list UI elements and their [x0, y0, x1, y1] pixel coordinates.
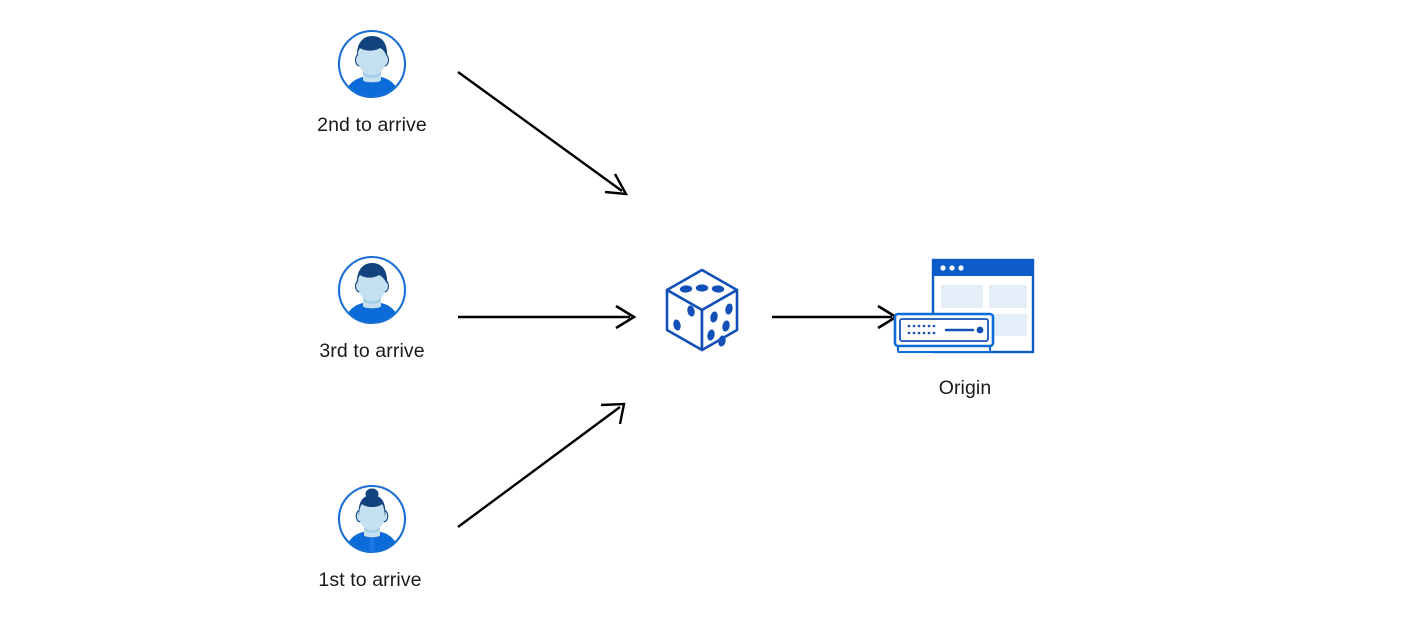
client-node-3rd[interactable]: 3rd to arrive — [319, 254, 425, 362]
arrow-client-3rd-to-balancer — [458, 304, 637, 330]
origin-label: Origin — [938, 377, 992, 399]
client-label-3rd: 3rd to arrive — [319, 340, 425, 362]
user-avatar-icon — [337, 29, 407, 99]
client-node-1st[interactable]: 1st to arrive — [318, 483, 421, 591]
dice-pips-left — [673, 305, 695, 331]
origin-server-icon — [893, 258, 1035, 354]
user-avatar-icon — [337, 484, 407, 554]
dice-pips-top — [679, 284, 725, 293]
arrow-client-1st-to-balancer — [457, 402, 626, 528]
random-balancer-node[interactable] — [662, 267, 742, 353]
origin-node[interactable]: Origin — [893, 258, 1038, 399]
dice-icon — [665, 268, 739, 352]
dice-pips-right — [707, 303, 733, 347]
client-label-1st: 1st to arrive — [318, 569, 422, 591]
client-label-2nd: 2nd to arrive — [317, 114, 427, 136]
arrow-balancer-to-origin — [772, 304, 899, 330]
user-avatar-icon — [337, 255, 407, 325]
client-node-2nd[interactable]: 2nd to arrive — [317, 28, 427, 136]
server-led-grid — [907, 324, 936, 335]
server-device-icon — [893, 312, 995, 353]
